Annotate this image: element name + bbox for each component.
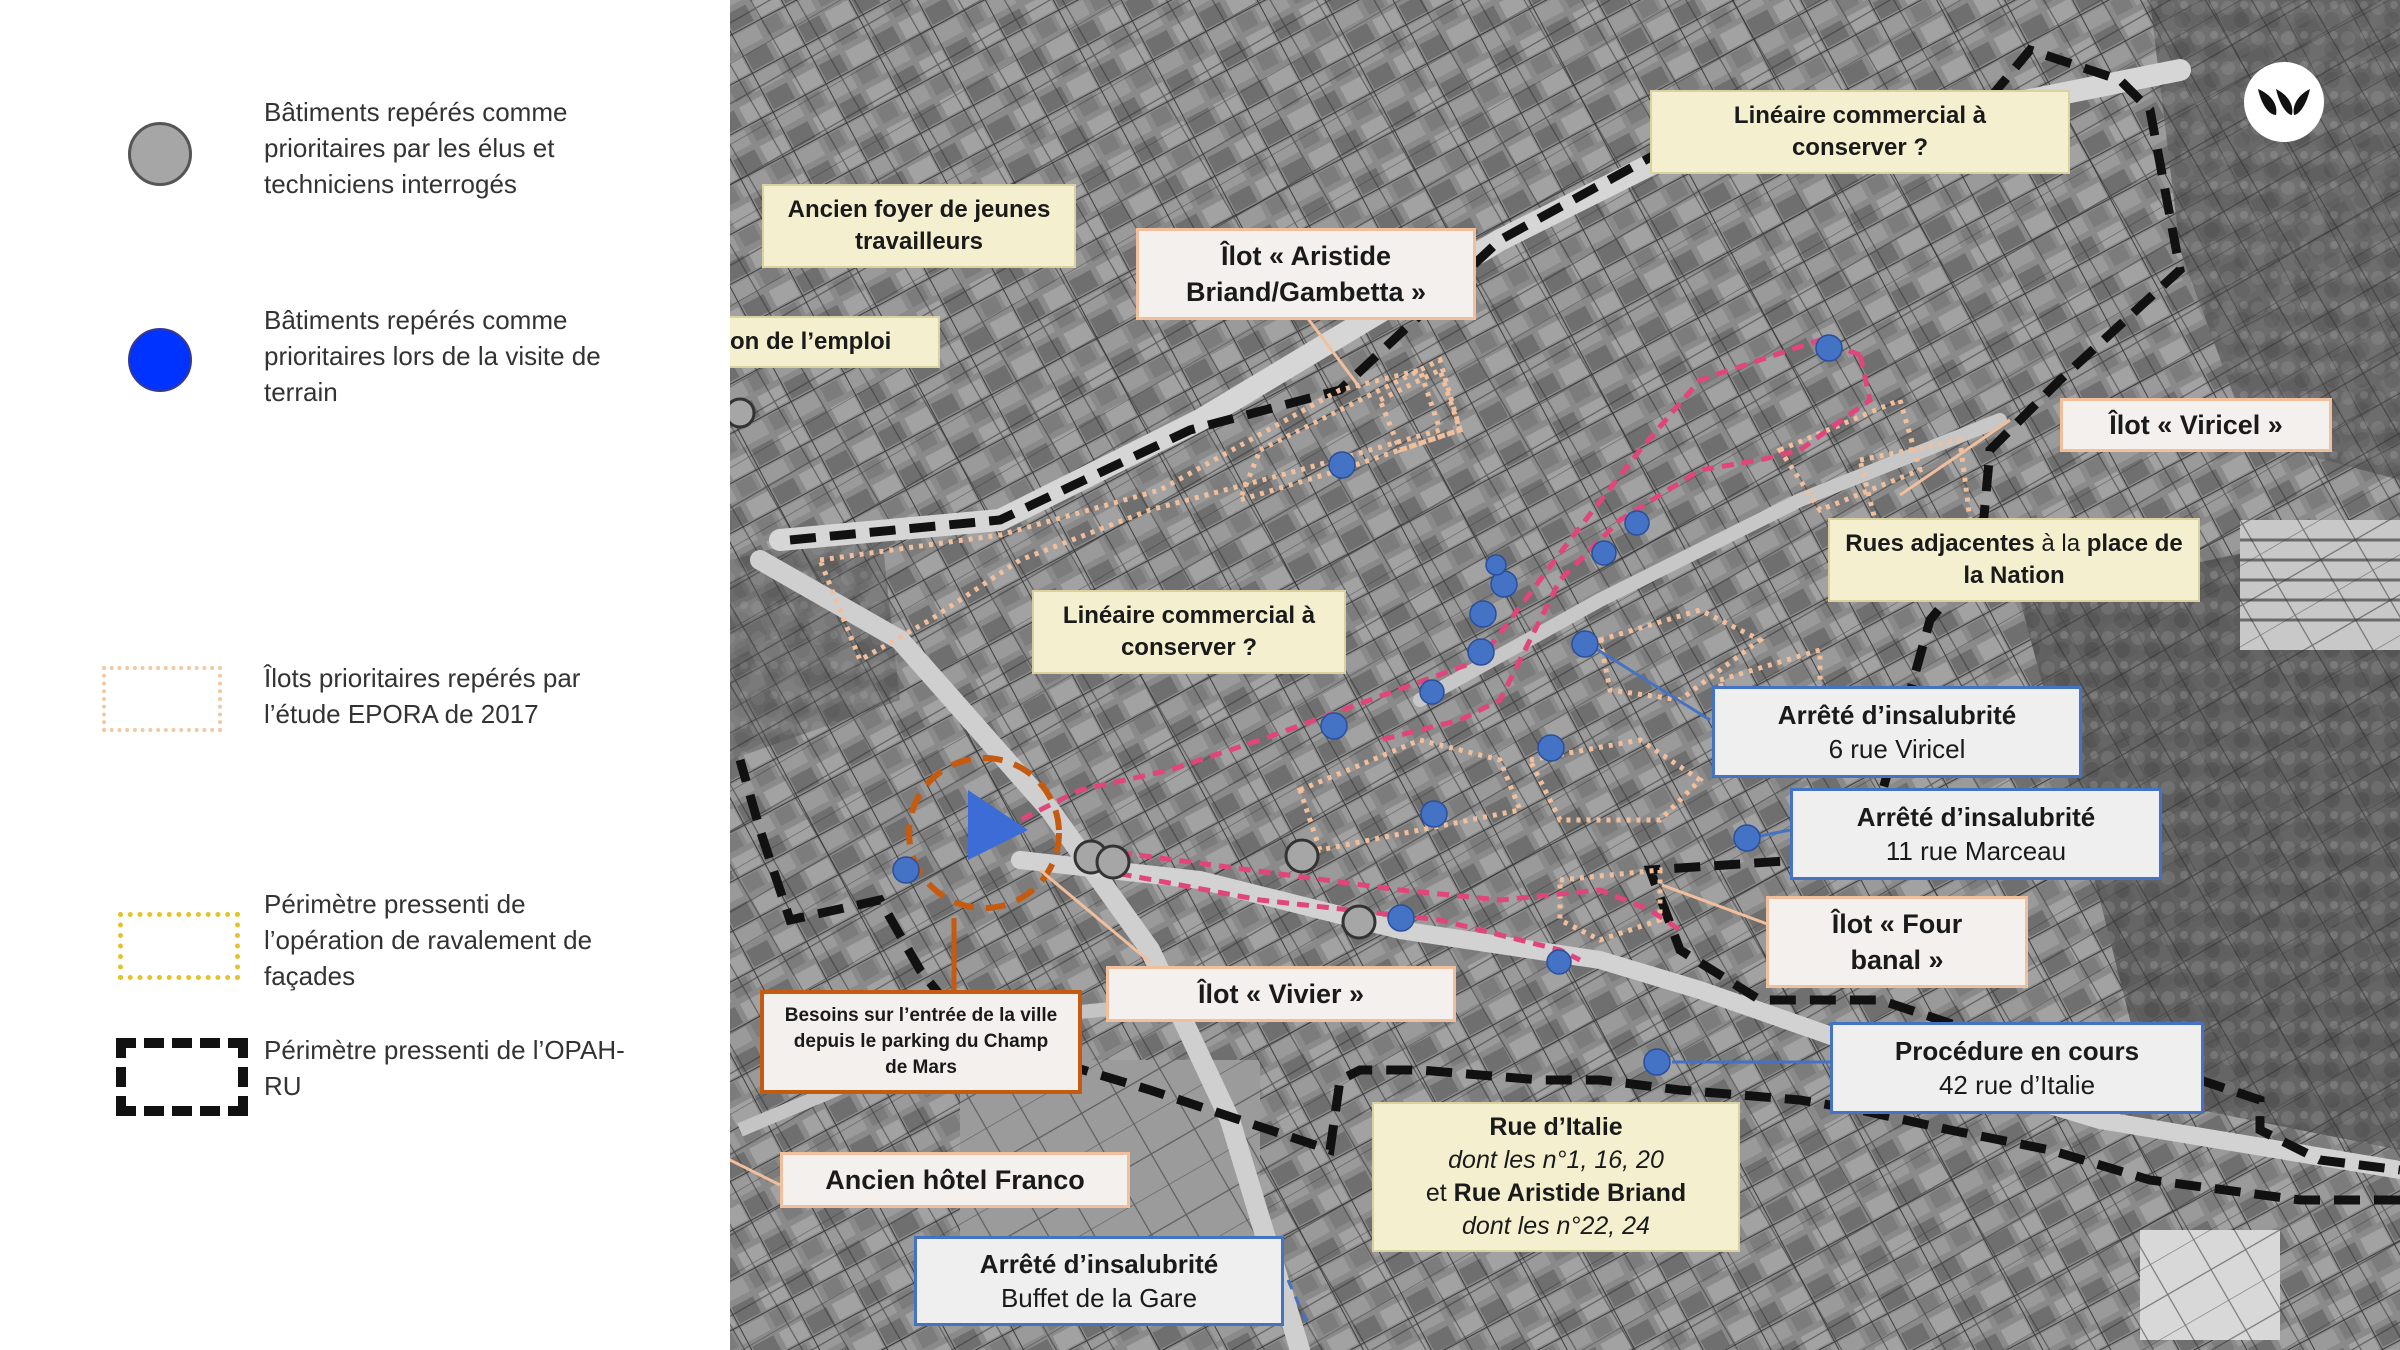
label-ilot-aristide: Îlot « Aristide Briand/Gambetta » [1136, 228, 1476, 320]
label-procedure-en-cours: Procédure en cours 42 rue d’Italie [1830, 1022, 2204, 1114]
blue-building-marker-icon [128, 328, 192, 392]
ravalement-outline-icon [118, 912, 240, 980]
label-arrete-viricel: Arrêté d’insalubrité 6 rue Viricel [1712, 686, 2082, 778]
legend-opah: Périmètre pressenti de l’OPAH-RU [264, 1035, 625, 1101]
brand-logo [2244, 62, 2324, 142]
label-rue-italie: Rue d’Italie dont les n°1, 16, 20 et Rue… [1372, 1102, 1740, 1252]
legend-blue-buildings: Bâtiments repérés comme prioritaires lor… [264, 305, 601, 407]
label-ancien-foyer: Ancien foyer de jeunes travailleurs [762, 184, 1076, 268]
label-lineaire-centre: Linéaire commercial à conserver ? [1032, 590, 1346, 674]
brand-logo-icon [2258, 89, 2310, 115]
opah-outline-icon [116, 1038, 248, 1116]
label-hotel-franco: Ancien hôtel Franco [780, 1152, 1130, 1208]
entry-circle [906, 755, 1062, 911]
label-ilot-four-banal: Îlot « Four banal » [1766, 896, 2028, 988]
label-rues-adjacentes: Rues adjacentes à la place de la Nation [1828, 518, 2200, 602]
label-ilot-vivier: Îlot « Vivier » [1106, 966, 1456, 1022]
legend-ravalement: Périmètre pressenti de l’opération de ra… [264, 889, 593, 991]
aerial-map[interactable]: Linéaire commercial à conserver ? Ancien… [730, 0, 2400, 1350]
label-ilot-viricel: Îlot « Viricel » [2060, 398, 2332, 452]
label-besoins-entree: Besoins sur l’entrée de la ville depuis … [760, 990, 1082, 1094]
label-maison-emploi: Maison de l’emploi [730, 316, 940, 368]
label-lineaire-nord: Linéaire commercial à conserver ? [1650, 90, 2070, 174]
ilot-outline-icon [102, 666, 222, 732]
label-arrete-gare: Arrêté d’insalubrité Buffet de la Gare [914, 1236, 1284, 1326]
legend-gray-buildings: Bâtiments repérés comme prioritaires par… [264, 97, 568, 199]
legend-ilots: Îlots prioritaires repérés par l’étude E… [264, 663, 581, 729]
gray-building-marker-icon [128, 122, 192, 186]
label-arrete-marceau: Arrêté d’insalubrité 11 rue Marceau [1790, 788, 2162, 880]
entry-triangle [968, 790, 1028, 860]
